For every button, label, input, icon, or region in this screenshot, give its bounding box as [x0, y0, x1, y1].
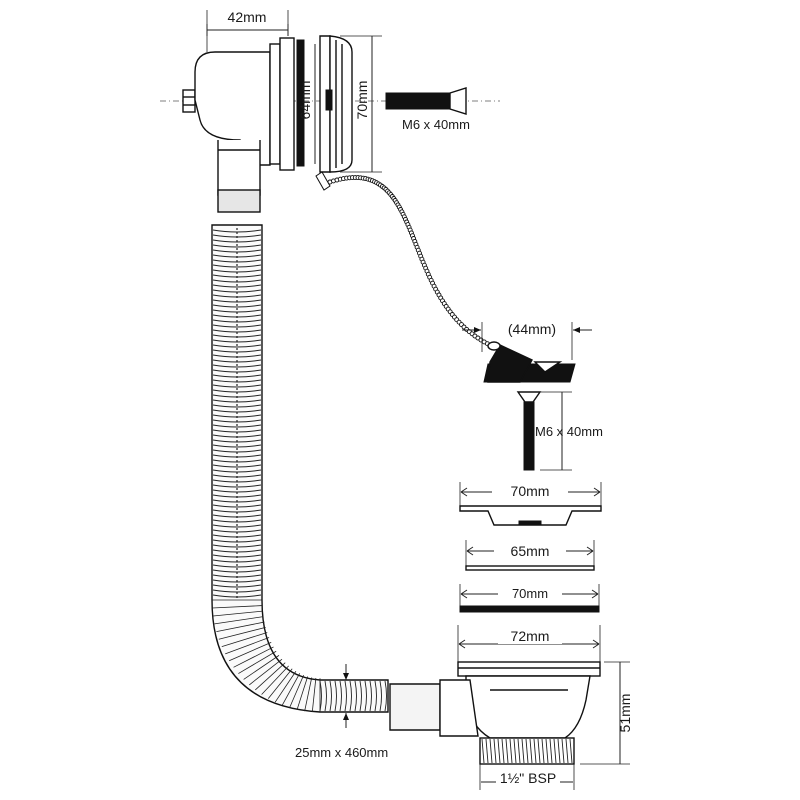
waste-thread: [479, 737, 575, 765]
thread-label: 1½" BSP: [500, 770, 556, 786]
flexible-hose: [211, 224, 389, 713]
overflow-body: [160, 37, 500, 213]
washer-65mm: 65mm: [465, 540, 595, 571]
dim-label-42mm: 42mm: [228, 9, 267, 25]
overflow-nut: [182, 89, 196, 113]
hose-label: 25mm x 460mm: [295, 745, 388, 760]
overflow-screw: [385, 87, 467, 115]
waste-side-outlet: [389, 683, 441, 731]
washer-70mm: 70mm: [459, 584, 600, 613]
plug-lever: [487, 344, 533, 383]
screw-thread: [385, 92, 451, 110]
plug-screw-head: [516, 391, 542, 403]
dimension-44mm: (44mm): [462, 321, 592, 360]
overflow-plate: [319, 35, 353, 173]
washer-70mm-shape: [459, 605, 600, 613]
washer-65mm-shape: [465, 565, 595, 571]
dimension-51mm: 51mm: [580, 661, 633, 765]
hose-outline: [211, 224, 389, 713]
bath-plug: [483, 341, 576, 383]
plug-screw-label: M6 x 40mm: [535, 424, 603, 439]
dim-label-44mm: (44mm): [508, 321, 556, 337]
plug-screw: M6 x 40mm: [516, 391, 603, 471]
flange-shape: [459, 505, 602, 526]
waste-top-flange: [457, 661, 601, 677]
overflow-pipe-end: [217, 189, 261, 213]
screw-head: [449, 87, 467, 115]
dim-label-64mm: 64mm: [297, 81, 313, 120]
dimension-64mm: 64mm: [297, 44, 316, 164]
waste-body: 72mm: [389, 625, 601, 765]
plug-chain: [315, 171, 494, 348]
overflow-collar: [269, 43, 281, 165]
dim-label-washer-65mm: 65mm: [511, 543, 550, 559]
plug-screw-thread: [523, 401, 535, 471]
dim-label-51mm: 51mm: [617, 694, 633, 733]
overflow-flange: [279, 37, 295, 171]
overflow-screw-label: M6 x 40mm: [402, 117, 470, 132]
dim-label-flange-70mm: 70mm: [511, 483, 550, 499]
dim-label-waste-72mm: 72mm: [511, 628, 550, 644]
waste-flange: 70mm: [459, 482, 602, 526]
plug-chain-eye: [487, 341, 501, 351]
waste-bowl: [465, 675, 591, 739]
waste-outlet-collar: [439, 679, 479, 737]
dim-label-70mm-plate: 70mm: [354, 81, 370, 120]
overflow-gasket: [296, 39, 305, 167]
dimension-thread: 1½" BSP: [479, 764, 575, 790]
dim-label-washer-70mm: 70mm: [512, 586, 548, 601]
dimension-70mm-plate: 70mm: [340, 35, 382, 173]
dimension-42mm: 42mm: [206, 9, 289, 52]
overflow-downpipe: [217, 140, 261, 196]
